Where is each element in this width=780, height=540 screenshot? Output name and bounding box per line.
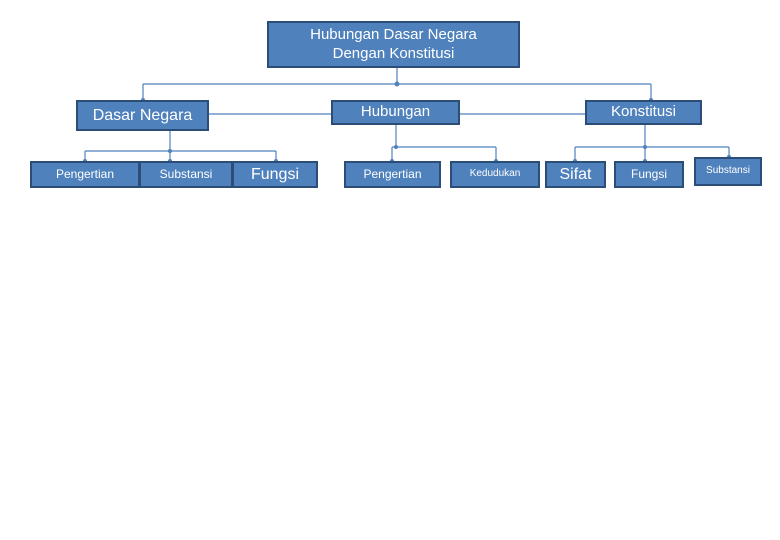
- node-dn-substansi-label: Substansi: [159, 167, 213, 181]
- node-hub-pengertian: Pengertian: [344, 161, 441, 188]
- node-k-fungsi: Fungsi: [614, 161, 684, 188]
- node-dasar-negara-label: Dasar Negara: [92, 106, 193, 124]
- node-k-fungsi-label: Fungsi: [630, 167, 668, 181]
- node-hub-pengertian-label: Pengertian: [363, 167, 422, 181]
- node-dn-pengertian: Pengertian: [30, 161, 140, 188]
- node-hubungan: Hubungan: [331, 100, 460, 125]
- node-k-sifat: Sifat: [545, 161, 606, 188]
- root-node: Hubungan Dasar Negara Dengan Konstitusi: [267, 21, 520, 68]
- node-k-sifat-label: Sifat: [559, 165, 592, 183]
- node-k-substansi-label: Substansi: [706, 165, 750, 177]
- node-k-substansi: Substansi: [694, 157, 762, 186]
- node-hub-kedudukan-label: Kedudukan: [469, 168, 521, 180]
- node-dn-substansi: Substansi: [139, 161, 233, 188]
- root-title-line2: Dengan Konstitusi: [332, 44, 455, 62]
- node-dn-fungsi: Fungsi: [232, 161, 318, 188]
- node-dasar-negara: Dasar Negara: [76, 100, 209, 131]
- node-hubungan-label: Hubungan: [360, 103, 431, 121]
- node-konstitusi: Konstitusi: [585, 100, 702, 125]
- node-hub-kedudukan: Kedudukan: [450, 161, 540, 188]
- node-dn-pengertian-label: Pengertian: [55, 167, 115, 181]
- node-konstitusi-label: Konstitusi: [610, 103, 677, 121]
- node-dn-fungsi-label: Fungsi: [250, 165, 300, 183]
- root-title-line1: Hubungan Dasar Negara: [310, 25, 477, 43]
